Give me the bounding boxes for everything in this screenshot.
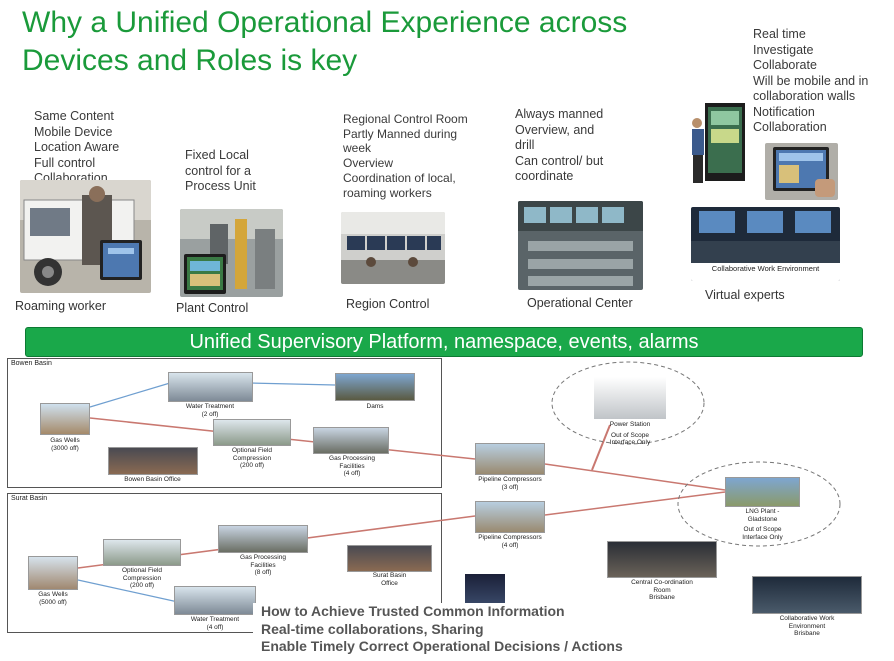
bowen-water-treatment-label: Water Treatment(2 off): [185, 403, 235, 418]
link-water-dams: [249, 382, 336, 386]
bowen-optional-field-image: [213, 419, 291, 446]
operational-line: Always manned: [515, 107, 604, 121]
slide-title: Why a Unified Operational Experience acr…: [22, 6, 628, 77]
pipeline-compressors-1-label: Pipeline Compressors(3 off): [478, 476, 542, 491]
bowen-basin-label: Bowen Basin: [11, 360, 52, 367]
lng-plant-scope: [677, 461, 841, 547]
summary-line-1: How to Achieve Trusted Common Informatio…: [261, 603, 565, 619]
virtual-expert-tablet-photo: [765, 143, 838, 200]
pipeline-compressors-1-image: [475, 443, 545, 475]
plant-control-description: Fixed Local control for a Process Unit: [185, 148, 256, 195]
bowen-office-label: Bowen Basin Office: [124, 476, 181, 483]
link-pipeline-lng-1: [544, 463, 726, 491]
power-station-scope: [551, 361, 705, 445]
plant-control-photo: [180, 209, 283, 297]
link-wells-water: [89, 382, 171, 408]
region-line: Regional Control Room: [343, 112, 468, 126]
surat-gas-wells-image: [28, 556, 78, 590]
lng-plant-image: [725, 477, 800, 507]
plant-control-caption: Plant Control: [176, 301, 249, 315]
bowen-dams-label: Dams: [366, 403, 384, 410]
bowen-water-treatment-image: [168, 372, 253, 402]
bowen-office-image: [108, 447, 198, 475]
region-line: week: [343, 141, 372, 156]
virtual-experts-description: Real time Investigate Collaborate Will b…: [753, 27, 868, 136]
link-pipeline-power: [591, 424, 611, 471]
plant-line: Fixed Local: [185, 148, 249, 162]
operational-line: drill: [515, 138, 535, 152]
plant-line: control for a: [185, 163, 252, 178]
operational-line: coordinate: [515, 169, 574, 183]
virtual-line: collaboration walls: [753, 89, 856, 103]
bowen-gas-wells-label: Gas Wells(3000 off): [50, 437, 80, 452]
virtual-room-image-caption: Collaborative Work Environment: [711, 264, 820, 273]
virtual-line: Collaboration: [753, 120, 827, 134]
summary-line-2: Real-time collaborations, Sharing: [261, 620, 484, 637]
region-control-photo: [341, 212, 445, 284]
pipeline-compressors-2-label: Pipeline Compressors(4 off): [478, 534, 542, 549]
roaming-worker-photo: [20, 180, 151, 293]
bowen-dams-image: [335, 373, 415, 401]
plant-line: Process Unit: [185, 179, 256, 193]
roaming-worker-caption: Roaming worker: [15, 299, 107, 313]
surat-water-treatment-label: Water Treatment(4 off): [190, 616, 240, 631]
surat-optional-field-image: [103, 539, 181, 566]
bottom-summary: How to Achieve Trusted Common Informatio…: [253, 603, 653, 661]
operational-center-caption: Operational Center: [527, 296, 633, 310]
virtual-experts-caption: Virtual experts: [705, 288, 785, 302]
virtual-line: Notification: [753, 104, 815, 119]
roaming-line: Full control: [34, 155, 96, 170]
region-line: Overview: [343, 156, 394, 171]
operational-center-description: Always manned Overview, and drill Can co…: [515, 107, 603, 185]
collab-environment-image: [752, 576, 862, 614]
region-control-description: Regional Control Room Partly Manned duri…: [343, 112, 468, 200]
pipeline-compressors-2-image: [475, 501, 545, 533]
server-room-image: [465, 574, 505, 606]
operational-line: Overview, and: [515, 122, 595, 137]
virtual-line: Investigate: [753, 42, 814, 57]
link-surat-water: [77, 579, 179, 603]
region-line: Partly Manned during: [343, 126, 458, 141]
surat-water-treatment-image: [174, 586, 256, 615]
summary-line-3: Enable Timely Correct Operational Decisi…: [261, 638, 623, 654]
roaming-line: Location Aware: [34, 140, 120, 154]
central-coordination-image: [607, 541, 717, 578]
bowen-gas-wells-image: [40, 403, 90, 435]
roaming-line: Mobile Device: [34, 124, 113, 139]
region-control-caption: Region Control: [346, 297, 430, 311]
link-pipeline-lng-2: [544, 491, 726, 516]
operational-line: Can control/ but: [515, 153, 604, 168]
surat-basin-label: Surat Basin: [11, 495, 48, 502]
power-station-image: [594, 377, 666, 419]
bowen-gas-processing-image: [313, 427, 389, 454]
surat-office-image: [347, 545, 432, 572]
surat-gas-wells-label: Gas Wells(5000 off): [38, 591, 68, 606]
unified-platform-banner: Unified Supervisory Platform, namespace,…: [25, 327, 863, 357]
virtual-line: Will be mobile and in: [753, 73, 869, 88]
virtual-experts-room-photo: [691, 207, 840, 281]
surat-gas-processing-image: [218, 525, 308, 553]
region-line: roaming workers: [343, 185, 432, 200]
virtual-line: Collaborate: [753, 58, 817, 72]
virtual-expert-wall-photo: [689, 103, 747, 185]
operational-center-photo: [518, 201, 643, 290]
roaming-line: Same Content: [34, 109, 114, 123]
region-line: Coordination of local,: [343, 170, 456, 185]
virtual-line: Real time: [753, 27, 806, 41]
